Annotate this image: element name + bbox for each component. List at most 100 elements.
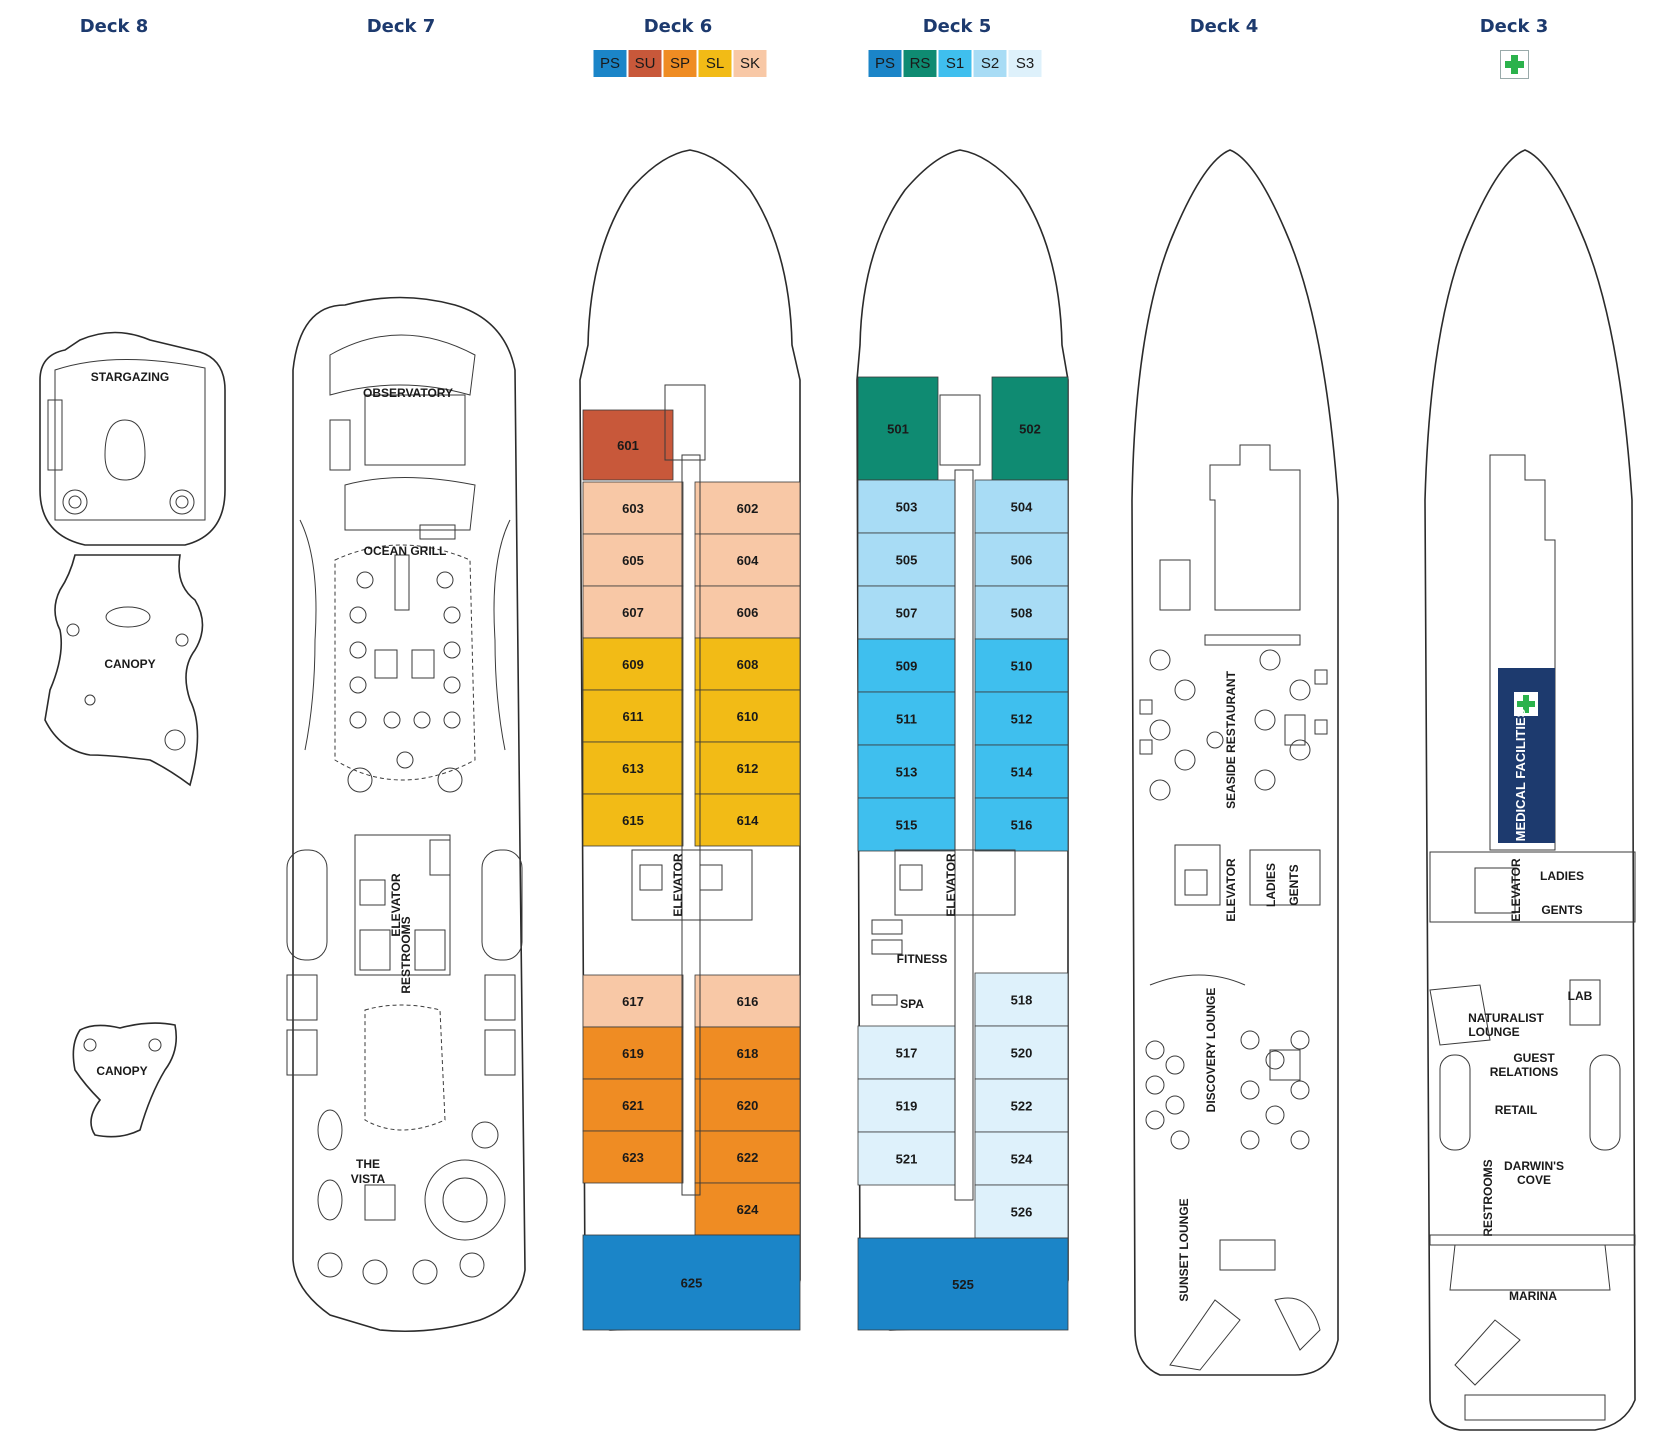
retail-label: RETAIL xyxy=(1495,1103,1537,1117)
cabin-615 xyxy=(582,793,684,847)
marina-label: MARINA xyxy=(1509,1289,1557,1303)
observatory-label: OBSERVATORY xyxy=(363,386,453,400)
deck-4-title: Deck 4 xyxy=(1189,16,1259,37)
sunset-lounge-label: SUNSET LOUNGE xyxy=(1177,1198,1191,1301)
medical-facilities-label: MEDICAL FACILITIES xyxy=(1513,708,1528,841)
deck-6-legend: PS SU SP SL SK xyxy=(593,50,767,77)
deck-6-elevator-label: ELEVATOR xyxy=(671,853,685,917)
cabin-512-label: 512 xyxy=(1011,712,1033,727)
cabin-508-label: 508 xyxy=(1011,606,1033,621)
zodiac-boat-right xyxy=(1589,1054,1621,1151)
canopy-label-lower: CANOPY xyxy=(96,1064,147,1078)
cabin-504-label: 504 xyxy=(1011,500,1033,515)
cabin-625-label: 625 xyxy=(681,1276,703,1291)
naturalist-lounge-label-line1: NATURALIST xyxy=(1468,1011,1544,1025)
deck-4-gents-label: GENTS xyxy=(1287,864,1301,905)
cabin-525-label: 525 xyxy=(952,1277,974,1292)
cabin-622-label: 622 xyxy=(737,1150,759,1165)
cabin-502-label: 502 xyxy=(1019,422,1041,437)
cabin-611-label: 611 xyxy=(623,709,644,724)
cabin-525 xyxy=(857,1237,1069,1331)
cabin-604-label: 604 xyxy=(737,553,759,568)
cabin-517 xyxy=(857,1025,956,1080)
cabin-522 xyxy=(974,1078,1069,1133)
cabin-505-label: 505 xyxy=(896,553,918,568)
lab-label: LAB xyxy=(1568,989,1593,1003)
cabin-505 xyxy=(857,532,956,587)
deck-5-elevator-label: ELEVATOR xyxy=(944,853,958,917)
darwins-cove-label-line1: DARWIN'S xyxy=(1504,1159,1564,1173)
cabin-524 xyxy=(974,1131,1069,1186)
cabin-503-label: 503 xyxy=(896,500,918,515)
ocean-grill-tables xyxy=(347,554,463,793)
legend-chip-s2: S2 xyxy=(973,50,1007,77)
cabin-502 xyxy=(991,376,1069,481)
cabin-612-label: 612 xyxy=(737,761,759,776)
legend-chip-sk: SK xyxy=(733,50,767,77)
guest-relations-label-line2: RELATIONS xyxy=(1490,1065,1558,1079)
cabin-606-label: 606 xyxy=(737,605,759,620)
cabin-514 xyxy=(974,744,1069,799)
legend-chip-ps: PS xyxy=(593,50,627,77)
deck-3-restrooms-label: RESTROOMS xyxy=(1481,1159,1495,1236)
cabin-506-label: 506 xyxy=(1011,553,1033,568)
cabin-613 xyxy=(582,741,684,795)
cabin-513-label: 513 xyxy=(896,765,918,780)
cabin-526-label: 526 xyxy=(1011,1205,1033,1220)
stargazing-label: STARGAZING xyxy=(91,370,169,384)
deck-4-plan: SEASIDE RESTAURANT ELEVATOR LADIES GENTS… xyxy=(1131,149,1339,1376)
cabin-605 xyxy=(582,533,684,587)
deck-4-elevator-label: ELEVATOR xyxy=(1224,858,1238,922)
cabin-612 xyxy=(694,741,801,795)
cabin-622 xyxy=(694,1130,801,1184)
cabin-603 xyxy=(582,481,684,535)
deck-5-legend: PS RS S1 S2 S3 xyxy=(868,50,1042,77)
cabin-601 xyxy=(582,409,674,481)
discovery-lounge-label: DISCOVERY LOUNGE xyxy=(1204,988,1218,1113)
cabin-501-label: 501 xyxy=(887,422,909,437)
cabin-516 xyxy=(974,797,1069,852)
cabin-621 xyxy=(582,1078,684,1132)
cabin-624-label: 624 xyxy=(737,1202,759,1217)
deck-3-gents-label: GENTS xyxy=(1541,903,1582,917)
cabin-509 xyxy=(857,638,956,693)
deck-6-title: Deck 6 xyxy=(643,16,713,37)
the-vista-label-line2: VISTA xyxy=(351,1172,386,1186)
naturalist-lounge-label-line2: LOUNGE xyxy=(1468,1025,1519,1039)
cabin-524-label: 524 xyxy=(1011,1152,1033,1167)
cabin-618-label: 618 xyxy=(737,1046,759,1061)
cabin-618 xyxy=(694,1026,801,1080)
cabin-614-label: 614 xyxy=(737,813,759,828)
seaside-restaurant-tables xyxy=(1139,649,1328,801)
cabin-619 xyxy=(582,1026,684,1080)
deck-7-plan: ELEVATOR RESTROOMS THE VISTA OBSERVATORY… xyxy=(286,296,526,1333)
cabin-603-label: 603 xyxy=(622,501,644,516)
cabin-522-label: 522 xyxy=(1011,1099,1033,1114)
deck-7-restrooms-label: RESTROOMS xyxy=(399,916,413,993)
cabin-611 xyxy=(582,689,684,743)
cabin-506 xyxy=(974,532,1069,587)
cabin-518 xyxy=(974,972,1069,1027)
cabin-615-label: 615 xyxy=(622,813,644,828)
deck-3-title: Deck 3 xyxy=(1479,16,1549,37)
cabin-619-label: 619 xyxy=(622,1046,644,1061)
cabin-510-label: 510 xyxy=(1011,659,1033,674)
cabin-607-label: 607 xyxy=(622,605,644,620)
deck-7-title: Deck 7 xyxy=(366,16,436,37)
cabin-609 xyxy=(582,637,684,691)
deck-3-plan: MEDICAL FACILITIES ELEVATOR LADIES GENTS… xyxy=(1424,149,1636,1431)
spa-label: SPA xyxy=(900,997,924,1011)
darwins-cove-label-line2: COVE xyxy=(1517,1173,1551,1187)
deck-5-title: Deck 5 xyxy=(922,16,992,37)
discovery-lounge-seating xyxy=(1145,1030,1310,1150)
deck-4-ladies-label: LADIES xyxy=(1264,863,1278,907)
cabin-605-label: 605 xyxy=(622,553,644,568)
ocean-grill-label: OCEAN GRILL xyxy=(364,544,447,558)
cabin-512 xyxy=(974,691,1069,746)
legend-chip-s1: S1 xyxy=(938,50,972,77)
zodiac-boat-left xyxy=(1439,1054,1471,1151)
cabin-616 xyxy=(694,974,801,1028)
